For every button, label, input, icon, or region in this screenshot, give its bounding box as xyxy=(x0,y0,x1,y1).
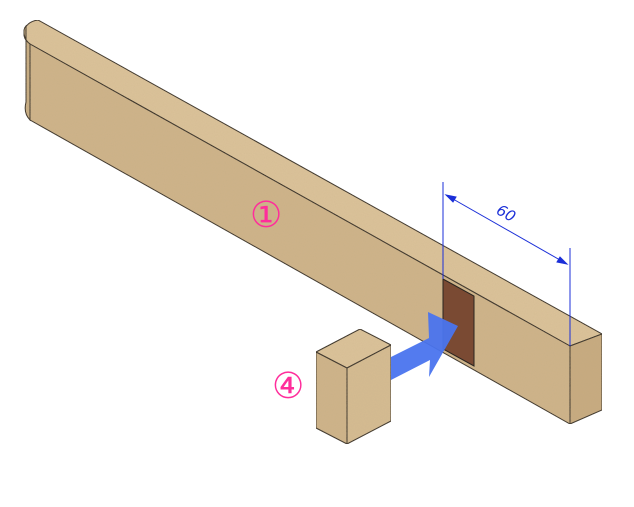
beam-top-face xyxy=(23,19,604,347)
block-front-face xyxy=(315,351,348,445)
block-part xyxy=(314,328,393,445)
dimension-arrowhead-left xyxy=(444,194,457,203)
dimension-line xyxy=(445,194,568,265)
dimension-arrowhead-right xyxy=(556,256,569,265)
block-side-face xyxy=(346,344,392,445)
insert-arrow xyxy=(391,312,458,380)
dimension-value: 60 xyxy=(493,201,518,226)
beam-rounded-end xyxy=(23,24,31,122)
beam-end-face xyxy=(569,333,603,425)
beam-part xyxy=(23,19,604,425)
block-label: ④ xyxy=(272,366,304,407)
dimension-annotation xyxy=(442,182,571,346)
beam-label: ① xyxy=(250,195,282,236)
